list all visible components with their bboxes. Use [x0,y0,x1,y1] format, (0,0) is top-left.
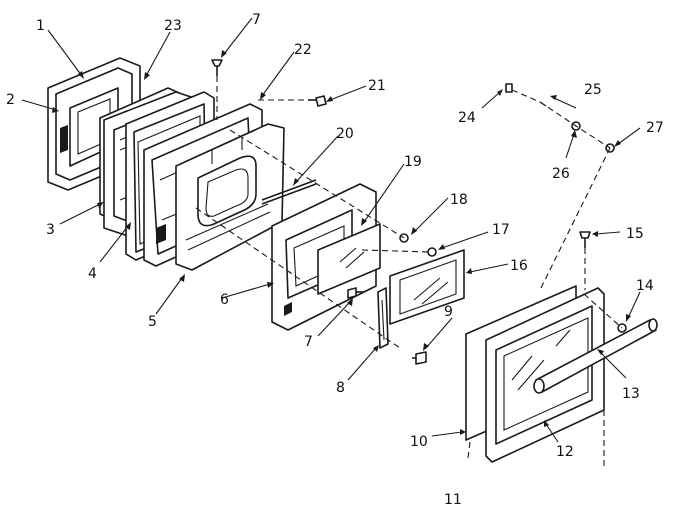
label-part-7-top: 7 [252,12,261,28]
part-16-glass-panel [389,249,465,325]
label-part-7-lower: 7 [304,334,313,350]
part-8-bracket [377,287,389,349]
label-part-21: 21 [368,78,386,94]
part-19-small-glass [317,223,381,295]
leader-lines [21,17,641,443]
label-part-8: 8 [336,380,345,396]
label-part-26: 26 [552,166,570,182]
label-part-20: 20 [336,126,354,142]
label-part-11: 11 [444,492,462,508]
label-part-4: 4 [88,266,97,282]
label-part-5: 5 [148,314,157,330]
label-part-6: 6 [220,292,229,308]
label-part-15: 15 [626,226,644,242]
label-part-2: 2 [6,92,15,108]
label-part-22: 22 [294,42,312,58]
label-part-16: 16 [510,258,528,274]
label-part-25: 25 [584,82,602,98]
label-part-3: 3 [46,222,55,238]
label-part-23: 23 [164,18,182,34]
label-part-1: 1 [36,18,45,34]
label-part-12: 12 [556,444,574,460]
label-part-27: 27 [646,120,664,136]
label-part-18: 18 [450,192,468,208]
part-labels: 1 2 3 4 5 6 7 7 8 9 10 11 12 13 14 15 16… [6,12,664,508]
alignment-lines [195,76,623,470]
part-20-rod [261,179,317,205]
label-part-24: 24 [458,110,476,126]
part-13-handle [533,318,658,394]
label-part-17: 17 [492,222,510,238]
label-part-9: 9 [444,304,453,320]
label-part-13: 13 [622,386,640,402]
part-5-door-liner [175,123,285,271]
label-part-10: 10 [410,434,428,450]
screws [211,59,627,365]
label-part-14: 14 [636,278,654,294]
label-part-19: 19 [404,154,422,170]
